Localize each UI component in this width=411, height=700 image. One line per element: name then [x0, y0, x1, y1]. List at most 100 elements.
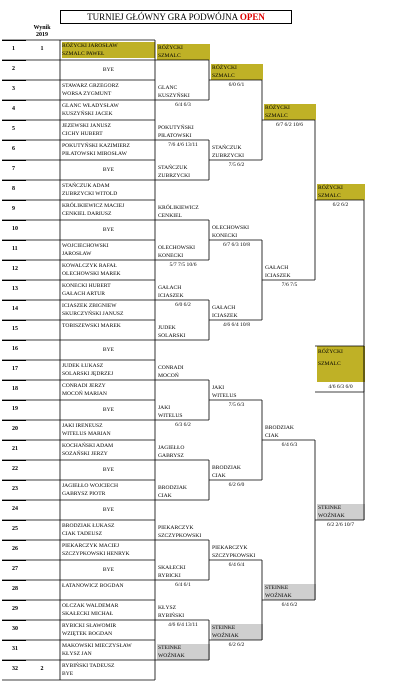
round3-score: 6/7 6/3 10/8 [222, 242, 251, 248]
round2-score: 4/6 6/4 13/11 [168, 622, 198, 628]
entry-line: SOLARSKI JĘDRZEJ [62, 371, 114, 377]
round5-score: 6/2 2/6 10/7 [326, 522, 355, 528]
round3-line: WOŹNIAK [212, 633, 239, 639]
entry-line: BYE [102, 567, 115, 573]
seed-number: 32 [2, 660, 26, 676]
entry-line: BYE [102, 467, 115, 473]
seed-number: 23 [2, 480, 26, 496]
round3-line: SZMALC [212, 73, 235, 79]
winner-line: SZMALC [318, 361, 341, 367]
round2-line: JAKI [158, 405, 171, 411]
round2-line: CIAK [158, 493, 172, 499]
entry-line: GABRYSZ PIOTR [62, 491, 106, 497]
round3-line: CIAK [212, 473, 226, 479]
seed-number: 16 [2, 340, 26, 356]
round2-line: SKAŁECKI [158, 565, 186, 571]
round2-score: 5/7 7/5 10/6 [169, 262, 197, 268]
entry-line: WITELUS MARIAN [62, 431, 111, 437]
entry-line: SZMALC PAWEŁ [62, 51, 105, 57]
round3-line: BRODZIAK [212, 465, 241, 471]
round2-line: WOŹNIAK [158, 653, 185, 659]
entry-line: STAWARZ GRZEGORZ [62, 83, 119, 89]
entry-line: JEZEWSKI JANUSZ [62, 123, 111, 129]
entry-line: JAROSŁAW [62, 251, 92, 257]
round2-line: KRÓLIKIEWICZ [158, 205, 199, 211]
seed-number: 22 [2, 460, 26, 476]
round3-score: 6/2 6/0 [228, 482, 245, 488]
round2-score: 6/0 6/2 [175, 302, 191, 308]
round2-line: SZCZYPKOWSKI [158, 533, 202, 539]
entry-line: BYE [102, 227, 115, 233]
round3-line: JAKI [212, 385, 225, 391]
title-open: OPEN [239, 12, 265, 22]
entry-line: CENKIEL DARIUSZ [62, 211, 112, 217]
seed-number: 4 [2, 100, 26, 116]
entry-line: SKAŁECKI MICHAŁ [62, 611, 114, 617]
seed-number: 6 [2, 140, 26, 156]
round3-line: GAŁACH [212, 305, 236, 311]
entry-line: WORSA ZYGMUNT [62, 91, 112, 97]
entry-line: OLECHOWSKI MAREK [62, 271, 121, 277]
entry-team: BYE [62, 502, 155, 518]
seed-number: 29 [2, 600, 26, 616]
round3-score: 6/4 6/4 [228, 562, 245, 568]
winner-score: 4/6 6/3 6/0 [328, 384, 353, 390]
round3-score: 6/0 6/1 [228, 82, 245, 88]
entry-team: BYE [62, 222, 155, 238]
round3-line: WITELUS [212, 393, 237, 399]
seed-number: 21 [2, 440, 26, 456]
round3-team: JAKI WITELUS [211, 384, 263, 400]
round3-score: 4/6 6/4 10/8 [222, 322, 251, 328]
seed-number: 2 [2, 60, 26, 76]
entry-line: RYBIŃSKI TADEUSZ [62, 663, 115, 669]
result-cell: 2 [40, 666, 44, 672]
seed-number: 30 [2, 620, 26, 636]
round4-score: 6/4 6/3 [281, 442, 298, 448]
round2-line: KŁYSZ [158, 605, 177, 611]
seed-number: 7 [2, 160, 26, 176]
round2-score: 6/4 6/1 [175, 582, 191, 588]
entry-team: BYE [62, 562, 155, 578]
entry-line: PIEKARCZYK MACIEJ [62, 543, 120, 549]
entry-line: BYE [102, 507, 115, 513]
seed-number: 24 [2, 500, 26, 516]
entry-line: JAKI IRENEUSZ [62, 423, 103, 429]
entry-line: BRODZIAK ŁUKASZ [62, 523, 115, 529]
round3-line: OLECHOWSKI [212, 225, 249, 231]
entry-line: SOZAŃSKI JERZY [62, 451, 108, 457]
entry-line: KŁYSZ JAN [62, 651, 92, 657]
round2-score: 6/4 6/3 [175, 102, 191, 108]
entry-line: BYE [102, 407, 115, 413]
entry-line: CONRADI JERZY [62, 383, 106, 389]
round3-line: ZUBRZYCKI [212, 153, 245, 159]
round3-score: 6/2 6/2 [228, 642, 245, 648]
round2-line: ZUBRZYCKI [158, 173, 191, 179]
round5-score: 6/2 6/2 [332, 202, 349, 208]
round4-line: GAŁACH [265, 265, 289, 271]
round2-line: MOCOŃ [158, 373, 179, 379]
seed-number: 15 [2, 320, 26, 336]
seed-number: 25 [2, 520, 26, 536]
